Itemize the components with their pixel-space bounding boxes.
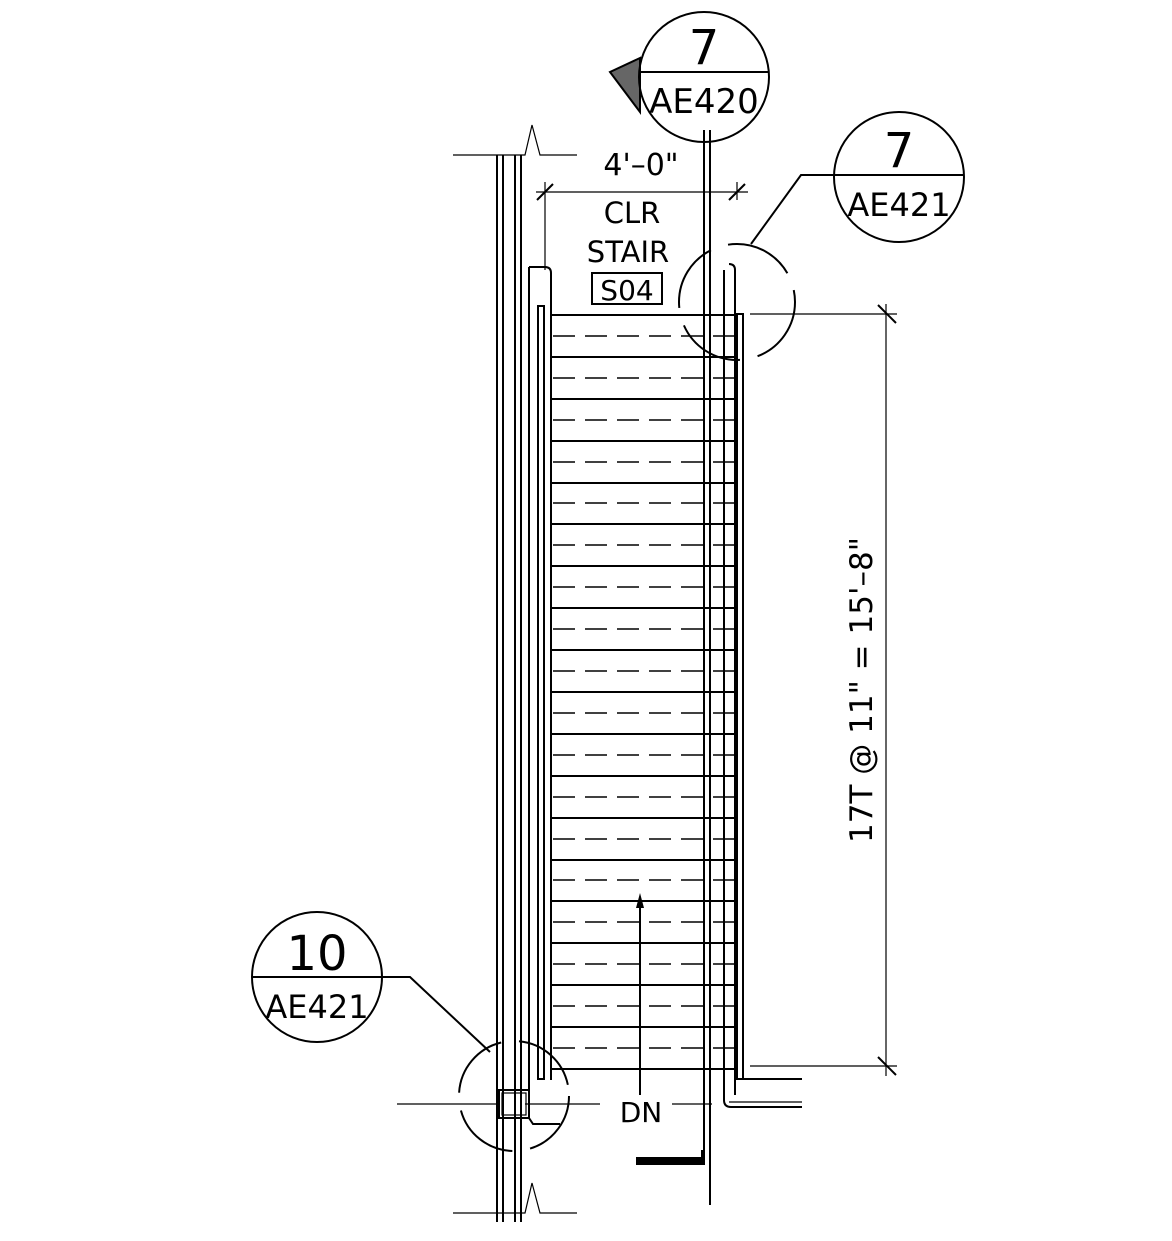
detail-marker-bottom-number: 10: [286, 926, 347, 982]
width-dimension-line: [536, 182, 748, 270]
section-marker-sheet: AE420: [649, 82, 759, 122]
detail-marker-bottom-sheet: AE421: [265, 988, 368, 1026]
stair-treads: [551, 314, 737, 1070]
section-marker-number: 7: [689, 20, 720, 76]
run-dimension-line: [750, 304, 897, 1076]
stair-outline: [397, 130, 802, 1205]
stair-label: STAIR: [587, 235, 669, 269]
detail-callout-circle-bottom: [458, 1040, 570, 1152]
detail-callout-circle-top: [678, 243, 796, 361]
left-wall: [453, 124, 577, 1222]
detail-marker-top-number: 7: [884, 123, 915, 179]
detail-marker-top-sheet: AE421: [847, 186, 950, 224]
stair-tag-text: S04: [600, 274, 653, 307]
direction-label: DN: [620, 1096, 663, 1129]
run-dimension-text: 17T @ 11" = 15'–8": [844, 537, 880, 843]
width-dimension-text: 4'–0": [603, 148, 678, 183]
section-marker: 7 AE420: [608, 11, 770, 143]
detail-marker-bottom: 10 AE421: [251, 911, 491, 1053]
direction-arrow: [636, 893, 644, 1095]
stair-tag: S04: [591, 272, 663, 307]
clear-label: CLR: [604, 196, 661, 230]
detail-marker-top: 7 AE421: [750, 111, 965, 245]
